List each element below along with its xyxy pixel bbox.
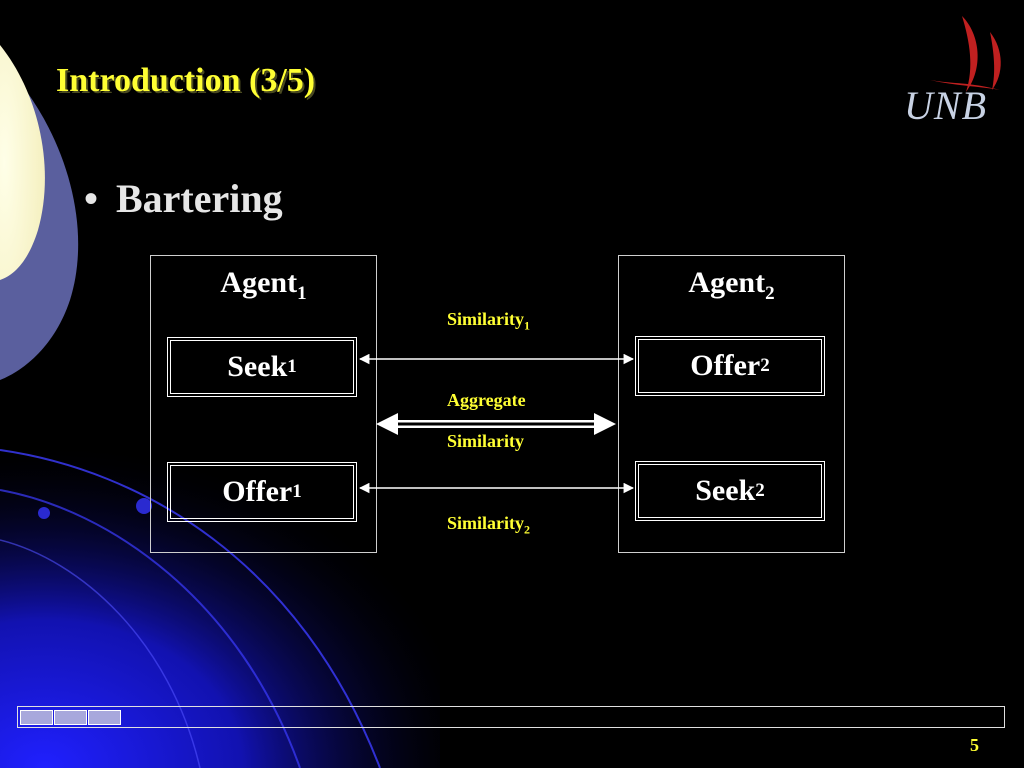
agent2-seek-label: Seek [695, 474, 756, 507]
logo-text: UNB [904, 83, 987, 128]
agent2-offer-label: Offer [690, 349, 761, 382]
agent2-box: Agent2 [618, 255, 845, 553]
agent2-title: Agent2 [619, 266, 844, 305]
agent1-subscript: 1 [297, 283, 307, 304]
orb-dot [136, 498, 152, 514]
similarity1-subscript: 1 [524, 318, 530, 333]
page-number: 5 [970, 735, 979, 755]
agent1-seek-label: Seek [227, 350, 288, 383]
similarity1-label: Similarity1 [447, 309, 530, 334]
orb-dot [38, 507, 50, 519]
footer-bar [17, 706, 1005, 728]
similarity2-label: Similarity2 [447, 513, 530, 538]
agent2-offer-subscript: 2 [760, 355, 770, 376]
agent1-offer-subscript: 1 [292, 481, 302, 502]
agent2-subscript: 2 [765, 283, 775, 304]
footer-segment [20, 710, 53, 725]
bullet-text: Bartering [116, 176, 283, 221]
aggregate-label: Aggregate [447, 390, 526, 410]
aggregate-similarity-label: Similarity [447, 431, 524, 451]
agent2-name: Agent [688, 266, 766, 299]
agent1-title: Agent1 [151, 266, 376, 305]
agent2-seek-subscript: 2 [755, 480, 765, 501]
agent1-name: Agent [220, 266, 298, 299]
moon-shape [0, 45, 45, 280]
unb-logo-icon [930, 16, 1001, 92]
agent1-seek-subscript: 1 [287, 356, 297, 377]
slide-title: Introduction (3/5) [56, 62, 316, 99]
similarity1-text: Similarity [447, 309, 524, 329]
agent1-offer-label: Offer [222, 475, 293, 508]
similarity2-subscript: 2 [524, 522, 530, 537]
bullet-item: • Bartering [84, 175, 283, 222]
footer-segment [88, 710, 121, 725]
bullet-icon: • [84, 176, 99, 221]
footer-segment [54, 710, 87, 725]
agent1-box: Agent1 [150, 255, 377, 553]
similarity2-text: Similarity [447, 513, 524, 533]
